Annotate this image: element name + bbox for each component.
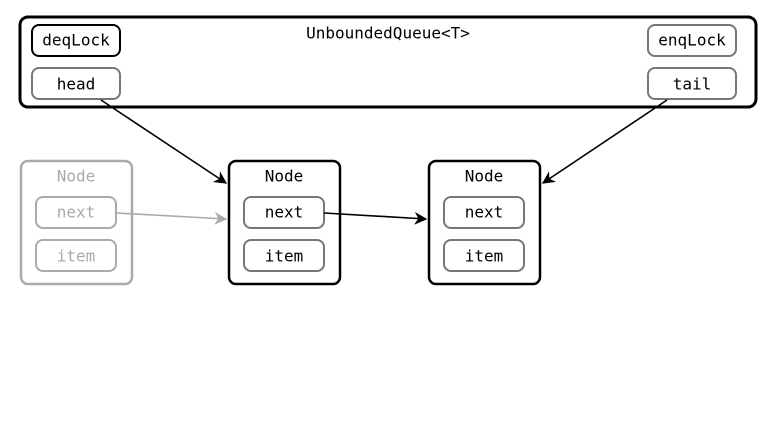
enq-lock-label: enqLock (658, 31, 726, 50)
node-1-next-to-node-2-arrow (323, 211, 428, 225)
ghost-item-field (35, 239, 117, 272)
ghost-next-label: next (57, 203, 96, 222)
node-1: Node next item (227, 159, 342, 286)
node-1-next-label: next (265, 203, 304, 222)
node-2-next-label: next (465, 203, 504, 222)
head-label: head (57, 75, 96, 94)
node-2-item-field (443, 239, 525, 272)
tail-field: tail (647, 67, 737, 100)
queue-title: UnboundedQueue<T> (306, 24, 470, 43)
node-1-title: Node (265, 167, 304, 186)
deq-lock-label: deqLock (42, 31, 110, 50)
unbounded-queue-box: UnboundedQueue<T> deqLock head enqLock t… (18, 15, 758, 109)
ghost-item-label: item (57, 247, 96, 266)
node-1-item-label: item (265, 247, 304, 266)
node-1-item-field (243, 239, 325, 272)
node-2-item-label: item (465, 247, 504, 266)
ghost-next-to-node-1-arrow (115, 211, 228, 225)
head-to-node-1-arrow (100, 99, 228, 184)
ghost-node-title: Node (57, 167, 96, 186)
node-2: Node next item (427, 159, 542, 286)
ghost-next-field (35, 196, 117, 229)
ghost-node: Node next item (19, 159, 134, 286)
node-2-title: Node (465, 167, 504, 186)
node-2-next-field (443, 196, 525, 229)
tail-label: tail (673, 75, 712, 94)
node-1-next-field (243, 196, 325, 229)
head-field: head (31, 67, 121, 100)
tail-to-node-2-arrow (541, 99, 668, 184)
enq-lock-field: enqLock (647, 24, 737, 57)
deq-lock-field: deqLock (31, 24, 121, 57)
